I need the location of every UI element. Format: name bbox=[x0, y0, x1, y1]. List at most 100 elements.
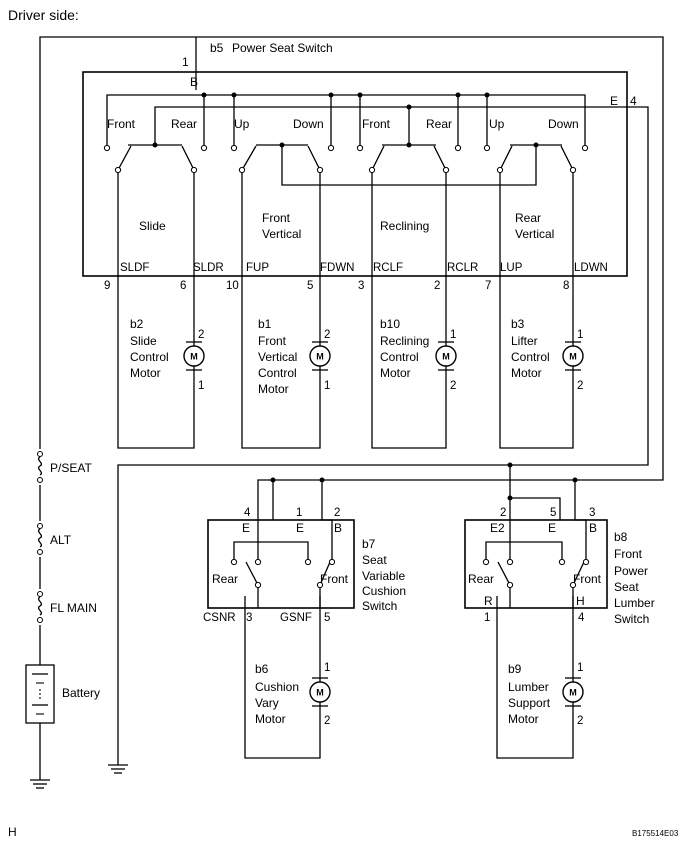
svg-text:Motor: Motor bbox=[511, 366, 542, 380]
b5-id: b5 bbox=[210, 41, 224, 55]
svg-text:Control: Control bbox=[130, 350, 169, 364]
svg-text:2: 2 bbox=[324, 715, 330, 727]
svg-text:1: 1 bbox=[577, 662, 583, 674]
svg-text:E: E bbox=[242, 521, 250, 535]
b5-switch-contact-2 bbox=[238, 145, 257, 282]
svg-text:Switch: Switch bbox=[362, 599, 397, 613]
b5-fixed-terminal-2 bbox=[230, 144, 238, 152]
motor-symbol-b6: M bbox=[309, 676, 331, 708]
b7-front-contact bbox=[316, 561, 331, 608]
svg-text:1: 1 bbox=[198, 380, 204, 392]
b5-pin-fup: 10 bbox=[226, 280, 239, 292]
footer-figure-code: B175514E03 bbox=[632, 829, 679, 838]
svg-text:1: 1 bbox=[450, 329, 456, 341]
ground-wire-b5 bbox=[117, 106, 649, 765]
svg-text:b9: b9 bbox=[508, 662, 522, 676]
svg-text:4: 4 bbox=[244, 507, 251, 519]
b8-rear-fixed bbox=[482, 558, 490, 566]
b5-pin-4: 4 bbox=[630, 94, 637, 108]
b5-fixed-terminal-5 bbox=[454, 144, 462, 152]
b5-switch-contact-3 bbox=[307, 145, 324, 282]
svg-text:Lumber: Lumber bbox=[508, 680, 549, 694]
svg-text:2: 2 bbox=[577, 715, 583, 727]
b7-e-fixed bbox=[254, 558, 262, 566]
svg-text:2: 2 bbox=[324, 329, 330, 341]
b7-rear-contact bbox=[245, 561, 262, 608]
motor-letter-b1: M bbox=[316, 352, 324, 362]
b5-pin-sldf: 9 bbox=[104, 280, 110, 292]
diagram-title: Driver side: bbox=[8, 7, 79, 23]
motor-letter-b6: M bbox=[316, 688, 324, 698]
motor-symbol-b10: M bbox=[435, 340, 457, 372]
b5-term-fdwn: FDWN bbox=[320, 262, 355, 274]
b5-term-sldf: SLDF bbox=[120, 262, 149, 274]
svg-text:E2: E2 bbox=[490, 521, 505, 535]
motor-symbol-b3: M bbox=[562, 340, 584, 372]
b5-term-rclr: RCLR bbox=[447, 262, 478, 274]
b5-term-sldr: SLDR bbox=[193, 262, 224, 274]
svg-text:Variable: Variable bbox=[362, 569, 405, 583]
b5-fixed-terminal-1 bbox=[200, 144, 208, 152]
b5-label-rc-rear: Rear bbox=[426, 117, 452, 131]
motor-letter-b10: M bbox=[442, 352, 450, 362]
svg-text:B: B bbox=[589, 521, 597, 535]
ground-symbol-switch bbox=[108, 764, 128, 774]
b5-label-rc-front: Front bbox=[362, 117, 391, 131]
motor-loop-b1: b1 Front Vertical Control Motor 2 1 bbox=[241, 282, 330, 449]
svg-text:Vertical: Vertical bbox=[258, 350, 297, 364]
svg-text:1: 1 bbox=[296, 507, 302, 519]
b5-section-front-vertical-1: Front bbox=[262, 211, 291, 225]
b5-fixed-terminal-6 bbox=[483, 144, 491, 152]
motor-symbol-b1: M bbox=[309, 340, 331, 372]
b5-fixed-terminal-4 bbox=[356, 144, 364, 152]
motor-letter-b3: M bbox=[569, 352, 577, 362]
b5-name: Power Seat Switch bbox=[232, 41, 333, 55]
b5-section-reclining: Reclining bbox=[380, 219, 429, 233]
b7-e2-fixed bbox=[304, 558, 312, 566]
b5-label-fv-up: Up bbox=[234, 117, 250, 131]
b5-label-rv-down: Down bbox=[548, 117, 579, 131]
cushion-switch-b7: 4 1 2 E E B Rear Front b7 Seat Variable … bbox=[203, 477, 406, 624]
b8-e2-fixed bbox=[506, 558, 514, 566]
battery-label: Battery bbox=[62, 686, 100, 700]
svg-text:1: 1 bbox=[484, 612, 490, 624]
svg-text:Switch: Switch bbox=[614, 612, 649, 626]
svg-text:2: 2 bbox=[500, 507, 506, 519]
svg-text:Seat: Seat bbox=[614, 580, 639, 594]
motor-symbol-b2: M bbox=[183, 340, 205, 372]
ground-symbol-battery bbox=[30, 779, 50, 789]
motor-loop-b6: b6 Cushion Vary Motor 1 2 bbox=[244, 596, 330, 759]
svg-text:Motor: Motor bbox=[508, 712, 539, 726]
svg-text:2: 2 bbox=[334, 507, 340, 519]
svg-text:H: H bbox=[576, 594, 585, 608]
svg-text:Lumber: Lumber bbox=[614, 596, 655, 610]
svg-text:1: 1 bbox=[324, 662, 330, 674]
svg-text:Reclining: Reclining bbox=[380, 334, 429, 348]
svg-text:R: R bbox=[484, 594, 493, 608]
svg-text:2: 2 bbox=[450, 380, 456, 392]
b8-front-contact bbox=[569, 561, 585, 608]
motor-loop-b9: b9 Lumber Support Motor 1 2 bbox=[496, 596, 583, 759]
b5-b-bus bbox=[106, 92, 586, 145]
svg-text:Vary: Vary bbox=[255, 696, 279, 710]
svg-text:1: 1 bbox=[324, 380, 330, 392]
svg-text:5: 5 bbox=[324, 612, 330, 624]
svg-text:Motor: Motor bbox=[255, 712, 286, 726]
b5-switch-contact-6 bbox=[496, 145, 513, 282]
b5-pin-lup: 7 bbox=[485, 280, 491, 292]
svg-text:b8: b8 bbox=[614, 530, 628, 544]
svg-text:2: 2 bbox=[577, 380, 583, 392]
b5-switch-contact-7 bbox=[560, 145, 577, 282]
b5-switch-contact-4 bbox=[368, 145, 385, 282]
svg-text:Front: Front bbox=[614, 547, 643, 561]
b5-term-rclf: RCLF bbox=[373, 262, 403, 274]
svg-text:Power: Power bbox=[614, 564, 648, 578]
b5-term-lup: LUP bbox=[500, 262, 523, 274]
svg-text:4: 4 bbox=[578, 612, 585, 624]
motor-loop-b10: b10 Reclining Control Motor 1 2 bbox=[371, 282, 456, 449]
motor-letter-b9: M bbox=[569, 688, 577, 698]
svg-text:b10: b10 bbox=[380, 317, 400, 331]
svg-text:Cushion: Cushion bbox=[362, 584, 406, 598]
